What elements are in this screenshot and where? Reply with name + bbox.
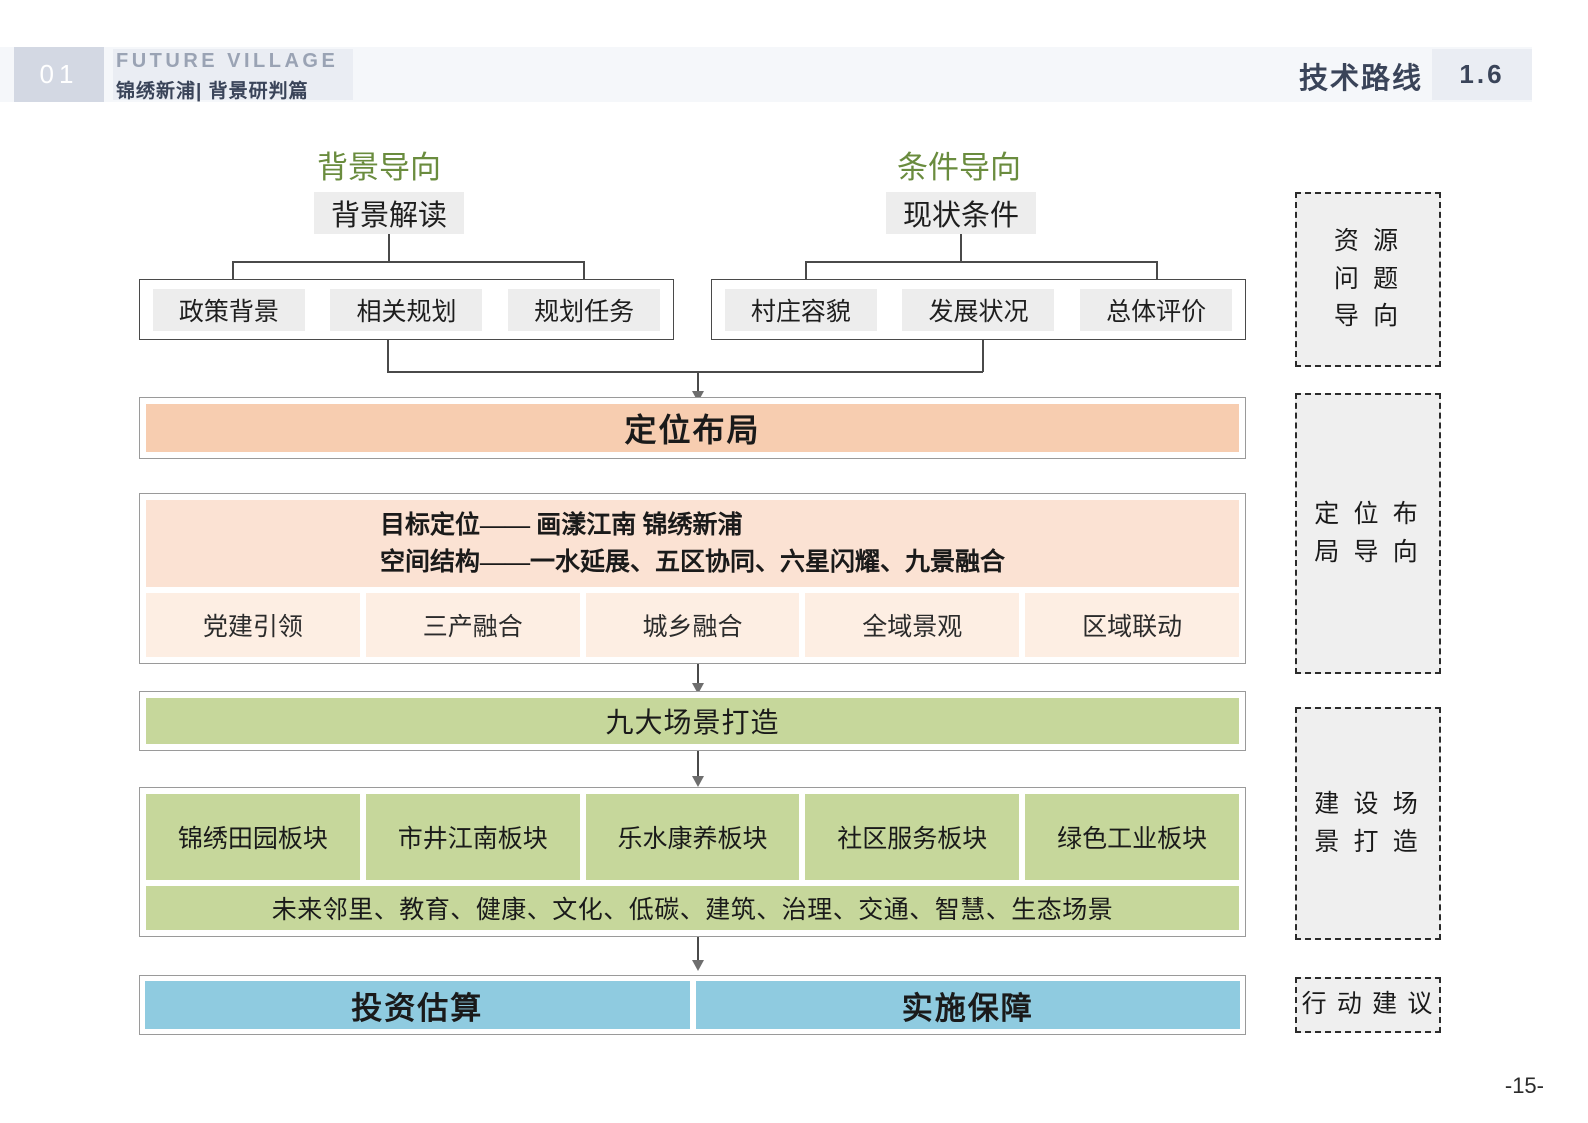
sector-block[interactable]: 乐水康养板块 (585, 794, 800, 880)
strategy-chip[interactable]: 全域景观 (805, 593, 1020, 657)
connector-v-to-sectors (697, 751, 699, 779)
strategy-chips-row: 党建引领 三产融合 城乡融合 全域景观 区域联动 (146, 593, 1239, 657)
connector-h-left-bracket (232, 261, 584, 263)
band-positioning-layout-label: 定位布局 (624, 412, 761, 448)
rail-construction-scene-creation: 建 设 场 景 打 造 (1295, 707, 1441, 940)
arrow-down-icon (692, 960, 704, 971)
strategy-chip[interactable]: 区域联动 (1025, 593, 1239, 657)
rail-line: 定 位 布 (1314, 501, 1422, 528)
group-item[interactable]: 相关规划 (330, 288, 483, 331)
group-item[interactable]: 发展状况 (902, 288, 1055, 331)
slide-header: 01 FUTURE VILLAGE 锦绣新浦| 背景研判篇 技术路线 1.6 (0, 47, 1588, 102)
band-positioning-layout: 定位布局 (139, 397, 1246, 459)
header-brand-background (113, 49, 353, 100)
connector-v-left-header (388, 234, 390, 262)
arrow-down-icon (692, 776, 704, 787)
positioning-detail-text-block: 目标定位—— 画漾江南 锦绣新浦 空间结构——一水延展、五区协同、六星闪耀、九景… (146, 500, 1239, 587)
bottom-block-investment[interactable]: 投资估算 (145, 981, 690, 1029)
rail-label: 资 源 问 题 导 向 (1334, 223, 1402, 336)
positioning-detail-lines: 目标定位—— 画漾江南 锦绣新浦 空间结构——一水延展、五区协同、六星闪耀、九景… (380, 507, 1005, 581)
rail-line: 导 向 (1333, 303, 1403, 331)
rail-positioning-layout-orientation: 定 位 布 局 导 向 (1295, 393, 1441, 674)
group-item[interactable]: 村庄容貌 (724, 288, 877, 331)
positioning-detail-line-1: 目标定位—— 画漾江南 锦绣新浦 (379, 511, 743, 539)
page-title: 技术路线 (1298, 63, 1423, 95)
brand-title-en: FUTURE VILLAGE (116, 50, 339, 72)
sector-block[interactable]: 市井江南板块 (365, 794, 580, 880)
connector-v-left-bracket-b (583, 261, 585, 279)
positioning-detail-line-2: 空间结构——一水延展、五区协同、六星闪耀、九景融合 (379, 548, 1005, 576)
orientation-label-background: 背景导向 (317, 150, 441, 185)
rail-resource-issue-orientation: 资 源 问 题 导 向 (1295, 192, 1441, 367)
group-box-current-conditions: 村庄容貌 发展状况 总体评价 (711, 279, 1246, 340)
band-positioning-detail-inner: 目标定位—— 画漾江南 锦绣新浦 空间结构——一水延展、五区协同、六星闪耀、九景… (146, 500, 1239, 657)
connector-v-left-merge (387, 340, 389, 372)
group-item[interactable]: 规划任务 (508, 288, 661, 331)
header-section-number-box: 01 (14, 47, 104, 102)
connector-v-right-bracket-a (805, 261, 807, 279)
group-item[interactable]: 政策背景 (152, 288, 305, 331)
rail-line: 资 源 (1333, 228, 1403, 256)
rail-line: 局 导 向 (1314, 538, 1422, 566)
strategy-chip[interactable]: 城乡融合 (585, 593, 800, 657)
band-nine-scenes-fill: 九大场景打造 (146, 698, 1239, 744)
arrow-down-icon (692, 391, 704, 402)
connector-v-to-bottom (697, 937, 699, 963)
header-section-number: 01 (39, 59, 79, 89)
rail-label: 建 设 场 景 打 造 (1314, 786, 1422, 861)
sector-block[interactable]: 锦绣田园板块 (146, 794, 360, 880)
rail-action-recommendations: 行 动 建 议 (1295, 977, 1441, 1033)
rail-label: 定 位 布 局 导 向 (1314, 496, 1422, 571)
header-slide-ref-box (1432, 49, 1532, 100)
rail-line: 景 打 造 (1314, 828, 1422, 856)
rail-line: 问 题 (1333, 265, 1403, 293)
connector-v-merge-down (697, 371, 699, 395)
header-slide-ref: 1.6 (1459, 59, 1505, 89)
stage-header-current-conditions: 现状条件 (886, 192, 1036, 234)
stage-header-background-interpretation: 背景解读 (314, 192, 464, 234)
group-item[interactable]: 总体评价 (1080, 288, 1233, 331)
rail-label: 行 动 建 议 (1301, 991, 1435, 1019)
connector-h-merge (387, 371, 983, 373)
connector-v-left-bracket-a (232, 261, 234, 279)
arrow-down-icon (692, 683, 704, 694)
sector-block[interactable]: 绿色工业板块 (1025, 794, 1239, 880)
band-positioning-layout-fill: 定位布局 (146, 404, 1239, 452)
connector-v-to-scenes (697, 664, 699, 686)
band-action-proposals-inner: 投资估算 实施保障 (145, 981, 1240, 1029)
page-number: -15- (1504, 1073, 1544, 1098)
band-nine-scenes: 九大场景打造 (139, 691, 1246, 751)
bottom-block-implementation[interactable]: 实施保障 (695, 981, 1240, 1029)
band-sectors: 锦绣田园板块 市井江南板块 乐水康养板块 社区服务板块 绿色工业板块 未来邻里、… (139, 787, 1246, 937)
scenes-strip: 未来邻里、教育、健康、文化、低碳、建筑、治理、交通、智慧、生态场景 (146, 886, 1239, 930)
band-sectors-inner: 锦绣田园板块 市井江南板块 乐水康养板块 社区服务板块 绿色工业板块 未来邻里、… (146, 794, 1239, 930)
connector-v-right-merge (982, 340, 984, 372)
strategy-chip[interactable]: 党建引领 (146, 593, 360, 657)
rail-line: 建 设 场 (1314, 791, 1422, 818)
connector-v-right-bracket-b (1156, 261, 1158, 279)
sector-block[interactable]: 社区服务板块 (805, 794, 1020, 880)
brand-title-cn: 锦绣新浦| 背景研判篇 (116, 81, 309, 102)
sectors-row: 锦绣田园板块 市井江南板块 乐水康养板块 社区服务板块 绿色工业板块 (146, 794, 1239, 880)
orientation-label-condition: 条件导向 (897, 150, 1021, 185)
connector-v-right-header (960, 234, 962, 262)
strategy-chip[interactable]: 三产融合 (365, 593, 580, 657)
band-positioning-detail: 目标定位—— 画漾江南 锦绣新浦 空间结构——一水延展、五区协同、六星闪耀、九景… (139, 493, 1246, 664)
group-box-background-interpretation: 政策背景 相关规划 规划任务 (139, 279, 674, 340)
band-nine-scenes-label: 九大场景打造 (605, 708, 780, 739)
connector-h-right-bracket (805, 261, 1157, 263)
band-action-proposals: 投资估算 实施保障 (139, 975, 1246, 1035)
